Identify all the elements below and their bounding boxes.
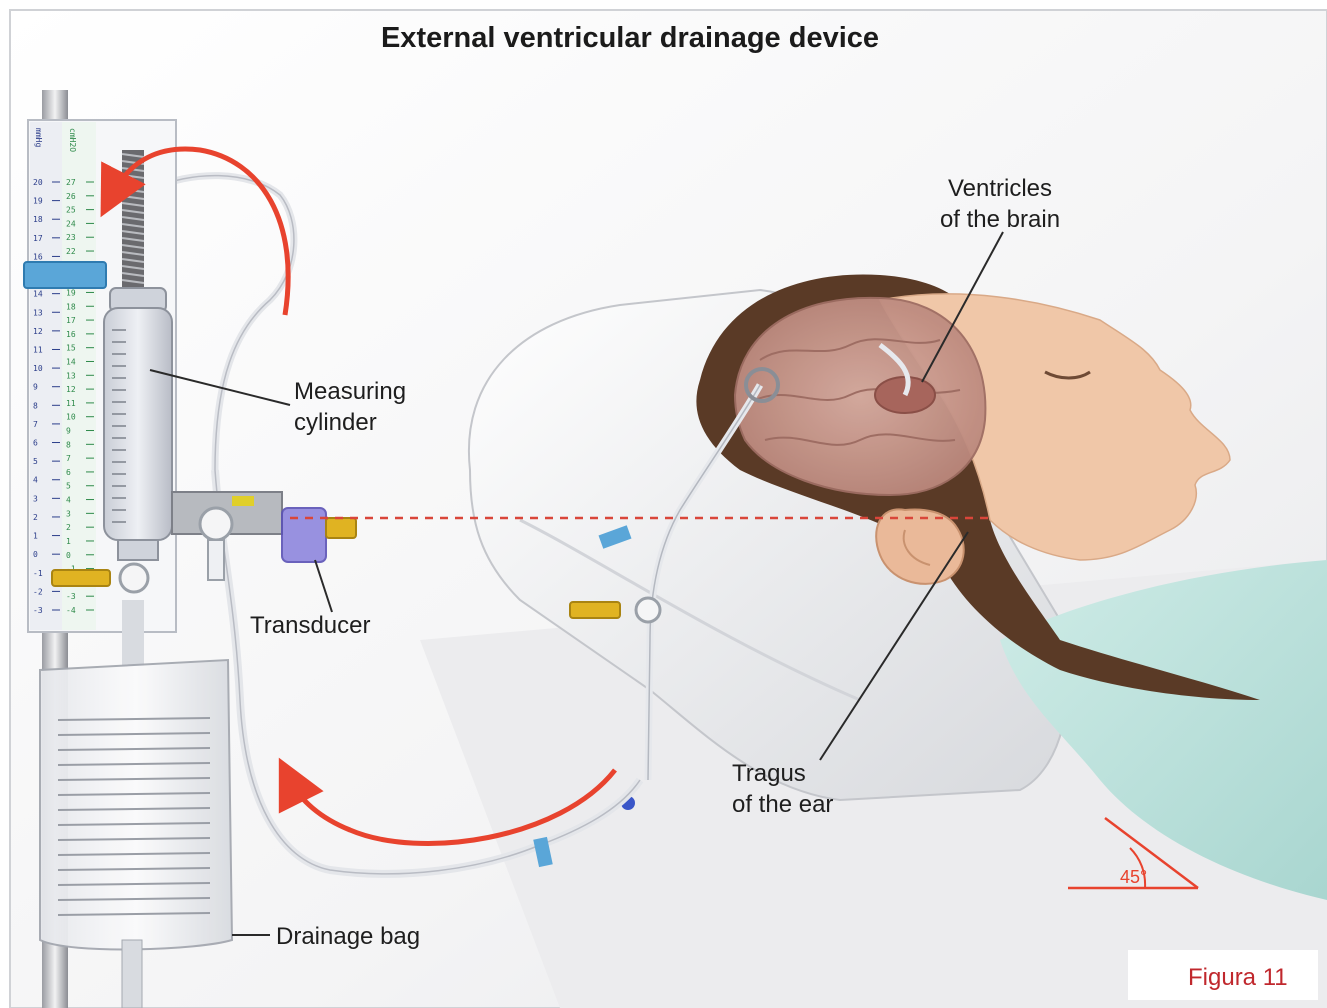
- cmh2o-tick: 2: [66, 523, 71, 532]
- mmhg-tick: 10: [33, 364, 43, 373]
- cmh2o-tick: 5: [66, 482, 71, 491]
- mmhg-tick: 1: [33, 532, 38, 541]
- cmh2o-tick: 17: [66, 316, 76, 325]
- mmhg-tick: 7: [33, 420, 38, 429]
- mmhg-tick: 13: [33, 308, 43, 317]
- cmh2o-tick: 19: [66, 288, 76, 297]
- cmh2o-tick: 26: [66, 192, 76, 201]
- vent-filter-coil: [122, 150, 144, 290]
- cmh2o-tick: -4: [66, 606, 76, 615]
- figure-label: Figura 11: [1188, 964, 1288, 991]
- patient-stopcock: [636, 598, 660, 622]
- mmhg-tick: 20: [33, 178, 43, 187]
- cmh2o-tick: 3: [66, 509, 71, 518]
- transducer-body: [282, 508, 326, 562]
- mmhg-tick: 11: [33, 345, 43, 354]
- transducer-label: Transducer: [250, 612, 371, 639]
- measuring-cylinder: [104, 288, 172, 560]
- mmhg-tick: 19: [33, 197, 43, 206]
- mmhg-tick: -3: [33, 606, 43, 615]
- angle-label: 45°: [1120, 867, 1147, 887]
- mmhg-tick: 4: [33, 476, 38, 485]
- cmh2o-tick: 27: [66, 178, 76, 187]
- mmhg-tick: 14: [33, 290, 43, 299]
- ventricles-label-line2: of the brain: [940, 206, 1060, 233]
- diagram-title: External ventricular drainage device: [381, 22, 879, 54]
- cmh2o-scale-label: cmH2O: [68, 128, 77, 152]
- mmhg-tick: 12: [33, 327, 43, 336]
- cmh2o-tick: 18: [66, 302, 76, 311]
- tragus-label-line2: of the ear: [732, 791, 833, 818]
- drainage-bag-label: Drainage bag: [276, 923, 420, 950]
- cmh2o-tick: 25: [66, 206, 76, 215]
- cmh2o-tick: 15: [66, 344, 76, 353]
- mmhg-tick: 18: [33, 215, 43, 224]
- cmh2o-tick: 1: [66, 537, 71, 546]
- mmhg-tick: 0: [33, 550, 38, 559]
- mmhg-tick: 2: [33, 513, 38, 522]
- cylinder-label-line1: Measuring: [294, 378, 406, 405]
- cmh2o-tick: 6: [66, 468, 71, 477]
- patient-stopcock-port: [570, 602, 620, 618]
- cmh2o-tick: 4: [66, 496, 71, 505]
- tragus-label-line1: Tragus: [732, 760, 806, 787]
- cmh2o-tick: 23: [66, 233, 76, 242]
- cmh2o-tick: 14: [66, 357, 76, 366]
- cylinder-label-line2: cylinder: [294, 409, 377, 436]
- cmh2o-tick: 9: [66, 427, 71, 436]
- cmh2o-tick: 24: [66, 219, 76, 228]
- height-slider-clamp: [24, 262, 106, 288]
- cmh2o-tick: 12: [66, 385, 76, 394]
- cmh2o-tick: 13: [66, 371, 76, 380]
- cmh2o-tick: 8: [66, 440, 71, 449]
- cmh2o-tick: 22: [66, 247, 76, 256]
- mmhg-tick: -1: [33, 569, 43, 578]
- mmhg-tick: 16: [33, 252, 43, 261]
- mmhg-tick: 17: [33, 234, 43, 243]
- ventricles-label-line1: Ventricles: [948, 175, 1052, 202]
- mmhg-tick: 3: [33, 494, 38, 503]
- mmhg-scale-label: mmHg: [34, 128, 43, 147]
- mmhg-tick: 6: [33, 439, 38, 448]
- cmh2o-tick: 11: [66, 399, 76, 408]
- mmhg-tick: 8: [33, 401, 38, 410]
- cmh2o-tick: 0: [66, 551, 71, 560]
- cmh2o-tick: 7: [66, 454, 71, 463]
- cmh2o-tick: 16: [66, 330, 76, 339]
- mmhg-tick: 9: [33, 383, 38, 392]
- cmh2o-tick: -3: [66, 592, 76, 601]
- mmhg-tick: -2: [33, 587, 43, 596]
- mmhg-tick: 5: [33, 457, 38, 466]
- cmh2o-tick: 10: [66, 413, 76, 422]
